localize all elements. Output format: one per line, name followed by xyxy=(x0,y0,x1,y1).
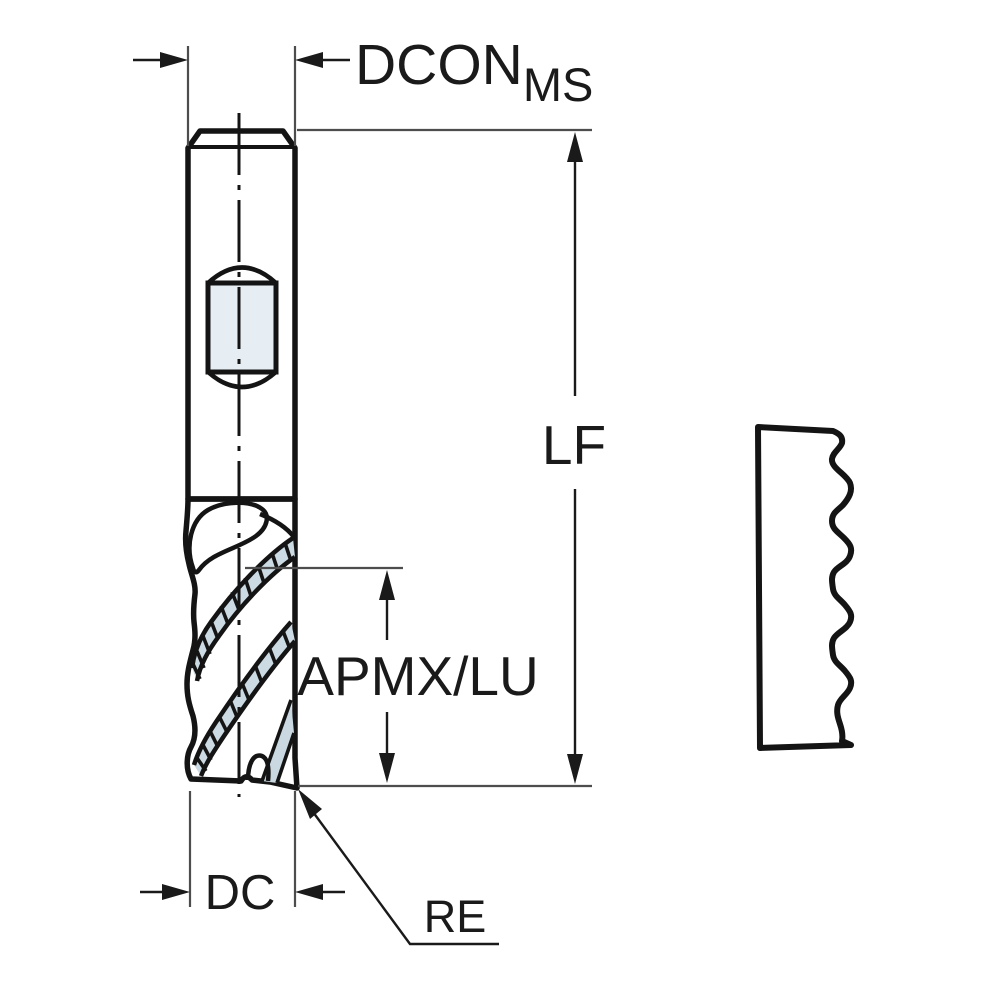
dcon-label: DCONMS xyxy=(355,33,593,111)
dc-dimension: DC xyxy=(140,791,345,920)
re-arrowhead xyxy=(298,789,322,819)
weldon-flat-bottom-arc xyxy=(206,370,278,390)
end-tooth-facet-line-2 xyxy=(275,732,296,784)
apmx-label: APMX/LU xyxy=(297,645,538,707)
weldon-flat xyxy=(205,265,279,390)
re-leader-line xyxy=(312,811,499,946)
dcon-dimension: DCONMS xyxy=(133,33,593,146)
re-label: RE xyxy=(424,891,487,942)
dcon-arrowhead-right xyxy=(295,52,323,68)
apmx-arrowhead-up xyxy=(379,570,395,600)
dc-arrowhead-left xyxy=(162,884,190,900)
cutter-body xyxy=(182,496,300,791)
weldon-flat-top-arc xyxy=(206,265,278,285)
lf-arrowhead-up xyxy=(567,132,583,162)
serration-hatches-lower xyxy=(195,630,292,773)
re-leader: RE xyxy=(298,789,499,946)
apmx-dimension: APMX/LU xyxy=(245,566,539,783)
lf-dimension: LF xyxy=(297,128,606,788)
serration-band-lower-top-edge xyxy=(191,620,293,766)
dc-label: DC xyxy=(205,866,276,920)
serration-band-lower xyxy=(191,620,297,777)
end-gash xyxy=(245,753,271,782)
profile-wave-shape xyxy=(755,424,855,751)
serration-band-lower-fill xyxy=(194,622,295,776)
flute-lobe xyxy=(187,500,270,575)
flute-lobe-to-edge-curve xyxy=(259,511,296,539)
weldon-flat-face xyxy=(205,280,279,375)
dc-arrowhead-right xyxy=(295,884,323,900)
end-mill-drawing xyxy=(182,113,300,797)
apmx-arrowhead-down xyxy=(379,753,395,783)
serration-band-upper-fill xyxy=(192,538,295,681)
lf-arrowhead-down xyxy=(567,754,583,784)
lf-label: LF xyxy=(542,414,606,476)
dcon-arrowhead-left xyxy=(160,52,188,68)
